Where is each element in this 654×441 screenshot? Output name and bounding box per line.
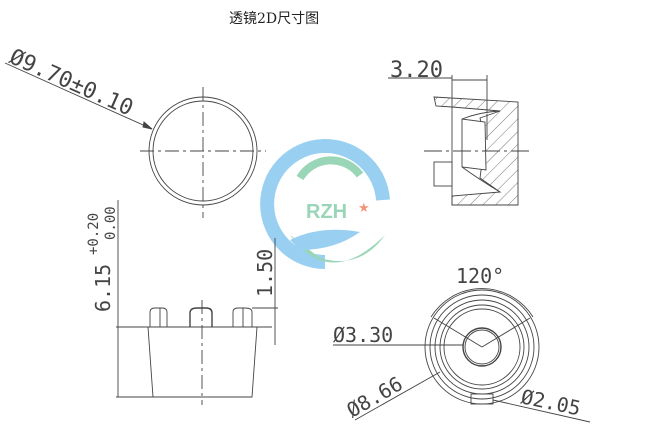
height-dimension-label: 6.15	[91, 264, 115, 312]
height-tolerance-upper: +0.20	[86, 213, 102, 255]
watermark-text: RZH	[306, 201, 347, 223]
pin-height-label: 1.50	[253, 249, 277, 297]
inner-diameter-label: Ø3.30	[333, 323, 393, 347]
watermark-logo: RZH ★	[260, 139, 390, 269]
top-circle-view	[4, 62, 266, 218]
height-tolerance-lower: 0.00	[103, 206, 119, 240]
cross-section-view	[388, 75, 530, 206]
pin-diameter-label: Ø2.05	[519, 384, 583, 420]
page-title: 透镜2D尺寸图	[229, 11, 320, 27]
side-elevation-view	[116, 200, 278, 405]
bottom-view	[333, 288, 591, 423]
section-width-label: 3.20	[390, 58, 443, 83]
watermark-star-icon: ★	[358, 200, 370, 215]
angle-label: 120°	[456, 264, 504, 288]
outer-diameter-bottom-label: Ø8.66	[343, 371, 407, 422]
outer-diameter-label: Ø9.70±0.10	[6, 45, 137, 122]
